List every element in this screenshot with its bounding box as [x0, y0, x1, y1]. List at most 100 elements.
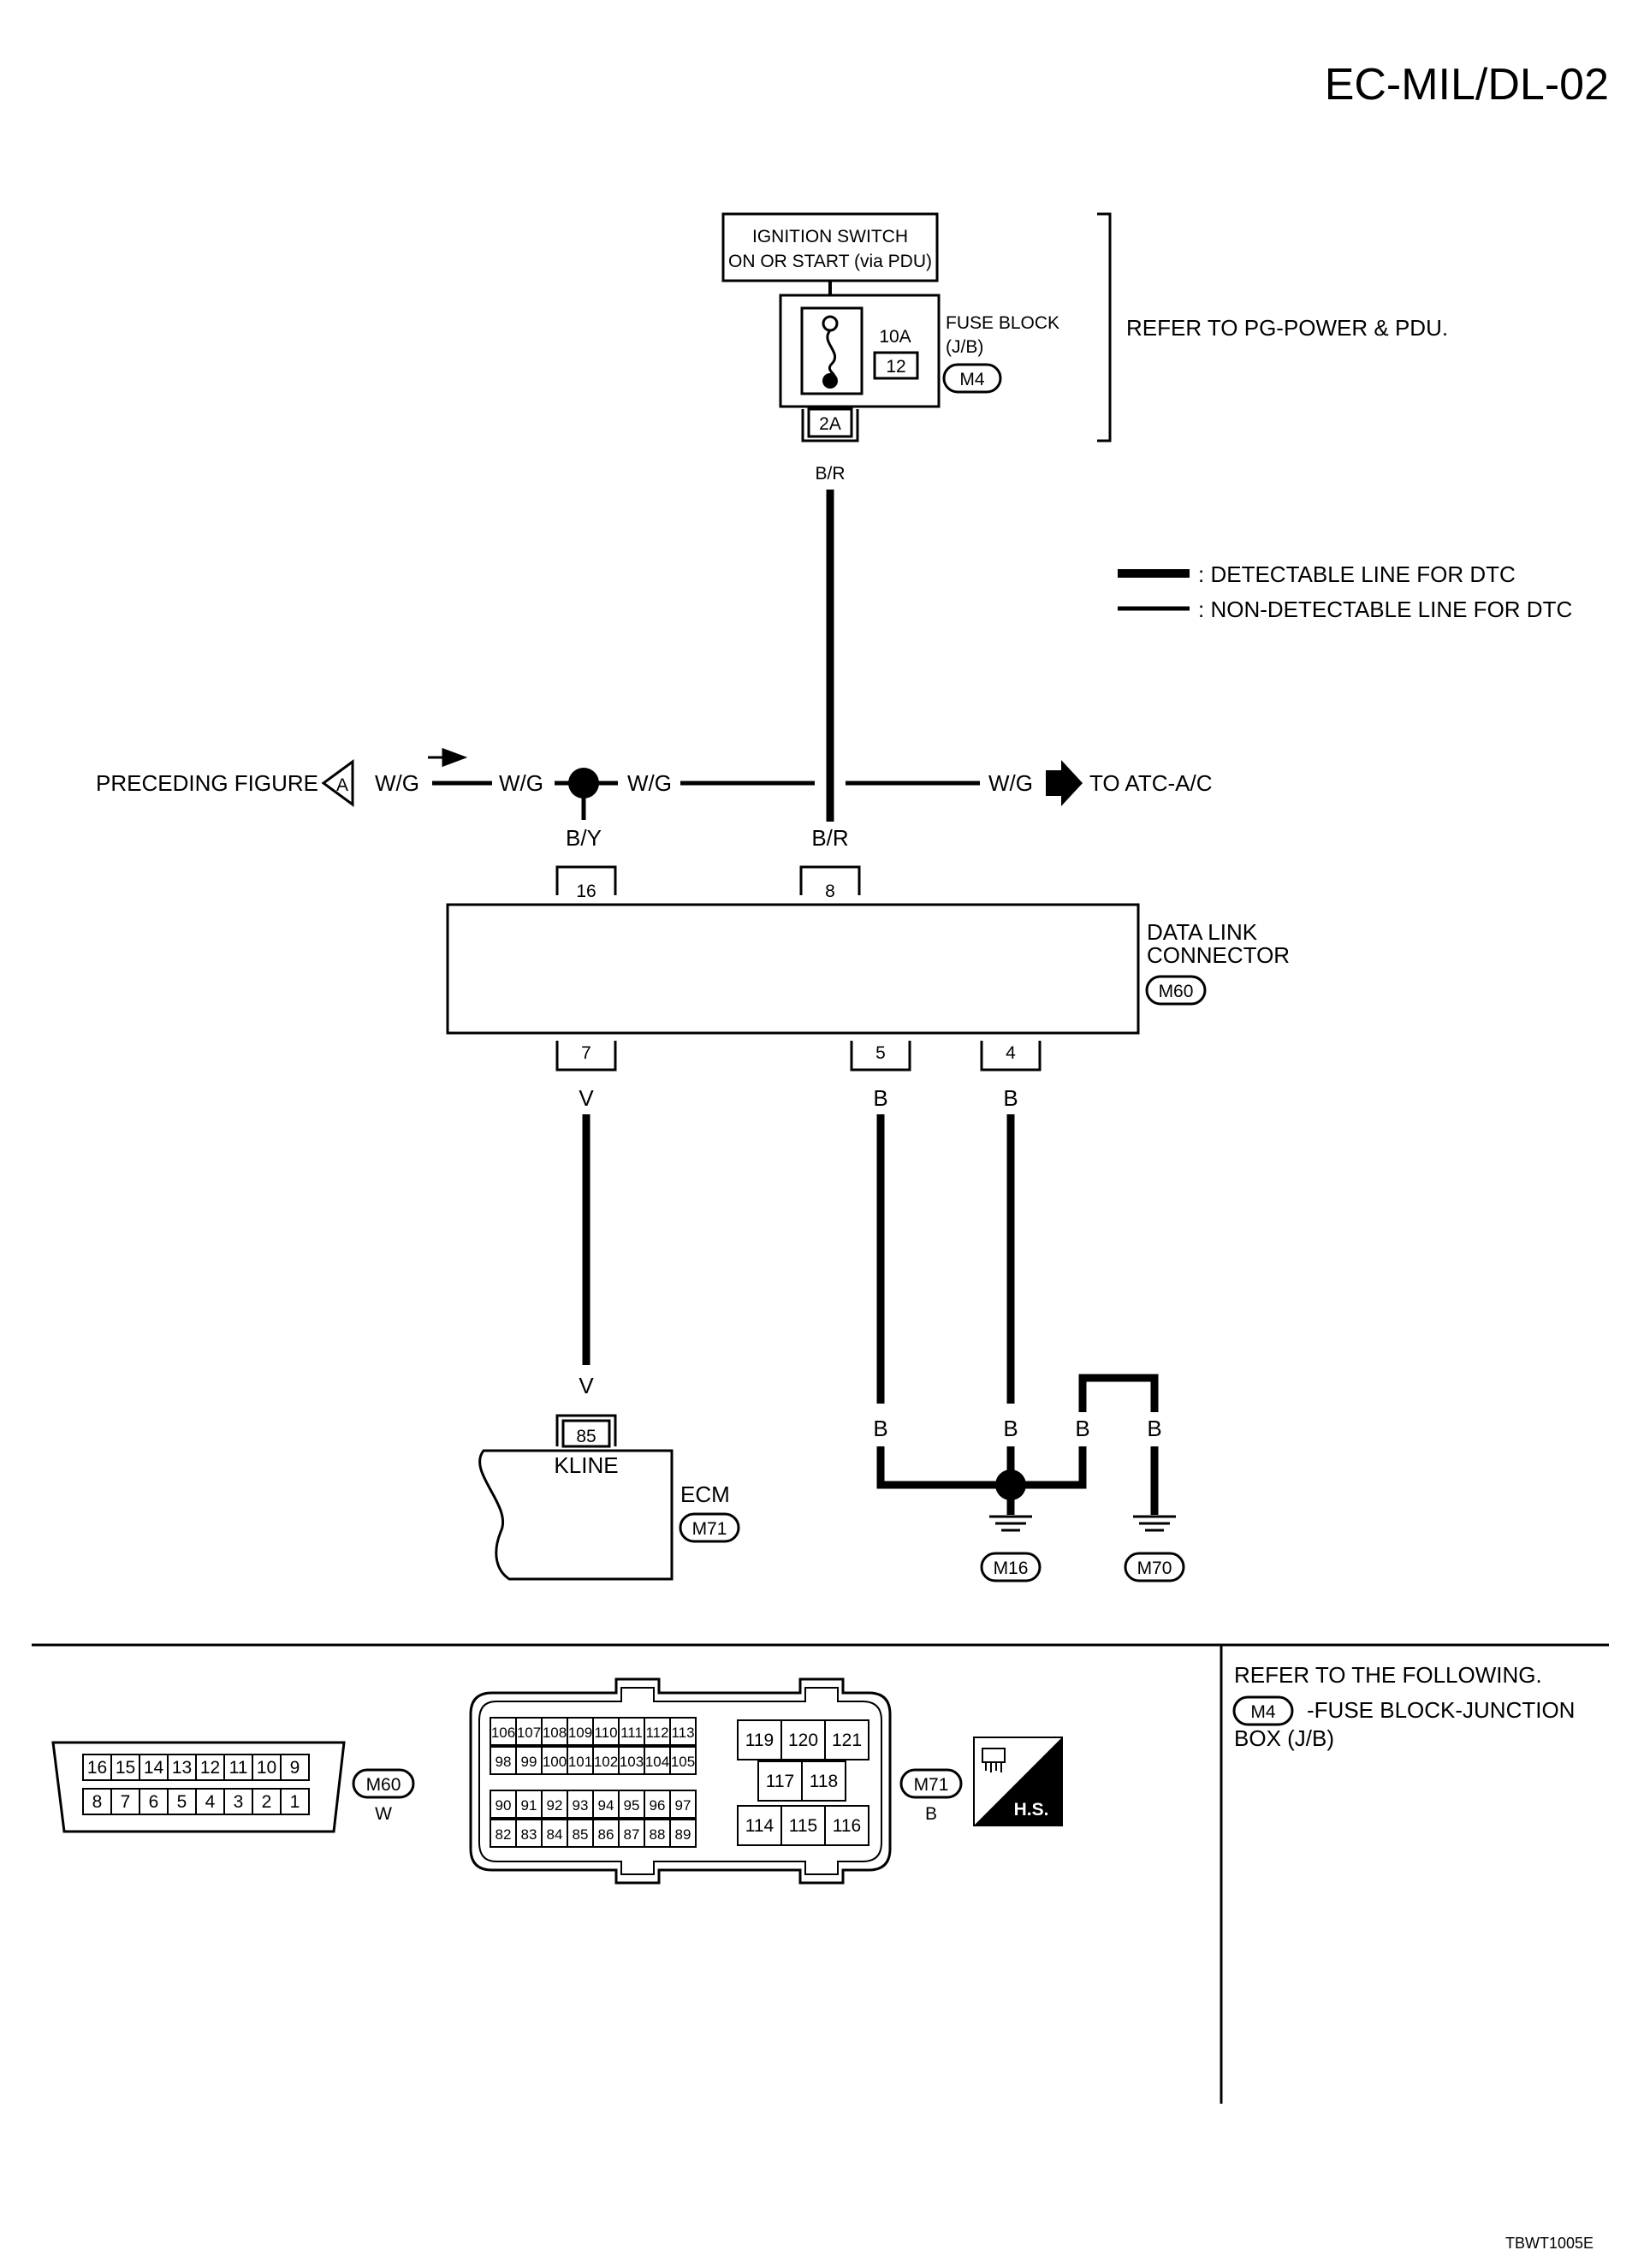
hs-label: H.S. [1014, 1800, 1049, 1820]
m71-pin-97-cell [669, 1790, 697, 1819]
fuse-block: 10A 12 [779, 294, 941, 408]
m71-pin-87: 87 [624, 1826, 640, 1843]
m71-pin-115: 115 [789, 1816, 817, 1836]
m60-pin-5: 5 [177, 1792, 187, 1812]
m71-pin-102: 102 [594, 1754, 618, 1770]
m71-pin-99: 99 [521, 1754, 537, 1770]
ground-icon-m70 [1133, 1515, 1176, 1532]
page-code: EC-MIL/DL-02 [1325, 60, 1609, 110]
figure-code: TBWT1005E [1505, 2235, 1593, 2252]
m71-pin-95: 95 [624, 1797, 640, 1814]
m60-pin-15: 15 [116, 1758, 135, 1778]
reference-line2: BOX (J/B) [1234, 1725, 1334, 1751]
ecm-connector: M71 [692, 1519, 727, 1539]
wire-v-label-bottom: V [579, 1373, 594, 1398]
fuse-block-name-line2: (J/B) [946, 337, 983, 357]
m71-pin-116: 116 [833, 1816, 861, 1836]
m71-pin-94: 94 [598, 1797, 614, 1814]
wire-b5-label-top: B [873, 1085, 887, 1111]
ground-m70-connector: M70 [1137, 1559, 1172, 1578]
wg-label-1: W/G [375, 770, 419, 796]
dlc-pin-4: 4 [1006, 1043, 1016, 1063]
m71-pin-117: 117 [766, 1772, 794, 1791]
m71-view-badge [899, 1768, 963, 1799]
wg-label-3: W/G [627, 770, 672, 796]
m60-view-badge [352, 1768, 415, 1799]
m71-view-connector: M71 [914, 1775, 949, 1795]
dlc-connector: M60 [1159, 982, 1194, 1001]
wg-label-4: W/G [988, 770, 1033, 796]
fuse-terminal-top [822, 315, 839, 332]
m71-pin-89-cell [669, 1819, 697, 1848]
fuse-terminal-2a: 2A [819, 414, 841, 434]
reference-title: REFER TO THE FOLLOWING. [1234, 1662, 1542, 1688]
m60-pin-13: 13 [172, 1758, 192, 1778]
m71-pin-101: 101 [568, 1754, 592, 1770]
m71-pin-118: 118 [810, 1772, 838, 1791]
dlc-name-line1: DATA LINK [1147, 919, 1258, 945]
preceding-figure-label: PRECEDING FIGURE [96, 770, 318, 796]
fuse-wire-color: B/R [815, 464, 845, 484]
dlc-name-line2: CONNECTOR [1147, 942, 1290, 968]
m71-pin-100: 100 [543, 1754, 567, 1770]
dlc-pin-7: 7 [581, 1043, 591, 1063]
m71-pin-84: 84 [547, 1826, 563, 1843]
ignition-switch: IGNITION SWITCH ON OR START (via PDU) [721, 212, 939, 282]
ground-wire-label-2: B [1003, 1416, 1018, 1441]
ground-icon-m16 [989, 1515, 1032, 1532]
fuse-number: 12 [886, 357, 905, 377]
m60-pin-14: 14 [144, 1758, 164, 1778]
m71-pin-106: 106 [491, 1725, 515, 1741]
ground-wire-label-1: B [873, 1416, 887, 1441]
m60-pin-9: 9 [290, 1758, 300, 1778]
reference-line1: -FUSE BLOCK-JUNCTION [1307, 1697, 1575, 1723]
m71-pin-92: 92 [547, 1797, 563, 1814]
m60-pin-8: 8 [92, 1792, 103, 1812]
m71-pin-107: 107 [517, 1725, 541, 1741]
wire-br-label: B/R [811, 825, 848, 851]
m71-pin-103: 103 [620, 1754, 644, 1770]
wire-v-label-top: V [579, 1085, 594, 1111]
legend: : DETECTABLE LINE FOR DTC : NON-DETECTAB… [1118, 561, 1572, 622]
m71-pin-111: 111 [620, 1725, 643, 1741]
m71-pin-118-cell [801, 1760, 846, 1802]
m71-pin-120: 120 [788, 1731, 818, 1750]
m71-pin-121-cell [824, 1719, 869, 1760]
m71-pin-85: 85 [573, 1826, 589, 1843]
power-reference-bracket [1097, 212, 1112, 442]
m71-pin-110: 110 [594, 1725, 617, 1741]
m71-pin-108: 108 [543, 1725, 567, 1741]
ignition-switch-line1: IGNITION SWITCH [752, 227, 908, 246]
m71-pin-98: 98 [496, 1754, 512, 1770]
m71-pin-93: 93 [573, 1797, 589, 1814]
power-reference: REFER TO PG-POWER & PDU. [1126, 315, 1448, 341]
preceding-ref: A [336, 775, 348, 795]
reference-connector-badge [1232, 1695, 1294, 1726]
reference-connector: M4 [1250, 1702, 1275, 1722]
ecm-body [478, 1449, 674, 1581]
m71-pin-86: 86 [598, 1826, 614, 1843]
dlc-connector-badge [1145, 975, 1207, 1006]
m60-pin-16: 16 [87, 1758, 107, 1778]
fuse-block-connector: M4 [959, 370, 984, 389]
wire-by-label: B/Y [566, 825, 602, 851]
m71-pin-116-cell [824, 1805, 869, 1846]
ignition-switch-line2: ON OR START (via PDU) [728, 252, 932, 271]
ground-splice-dot [995, 1469, 1026, 1500]
ecm-terminal-85: 85 [576, 1427, 596, 1446]
m60-pin-1-cell [280, 1788, 310, 1815]
ground-m16-badge [980, 1552, 1042, 1582]
ground-jumper-wire [1078, 1374, 1159, 1412]
m71-pin-114: 114 [745, 1816, 774, 1836]
to-atc-label: TO ATC-A/C [1089, 770, 1213, 796]
signal-direction-arrow [428, 747, 468, 768]
m71-pin-89: 89 [675, 1826, 691, 1843]
ground-m16-connector: M16 [994, 1559, 1029, 1578]
m71-pin-109: 109 [568, 1725, 592, 1741]
ground-splice-wire [876, 1446, 1087, 1489]
